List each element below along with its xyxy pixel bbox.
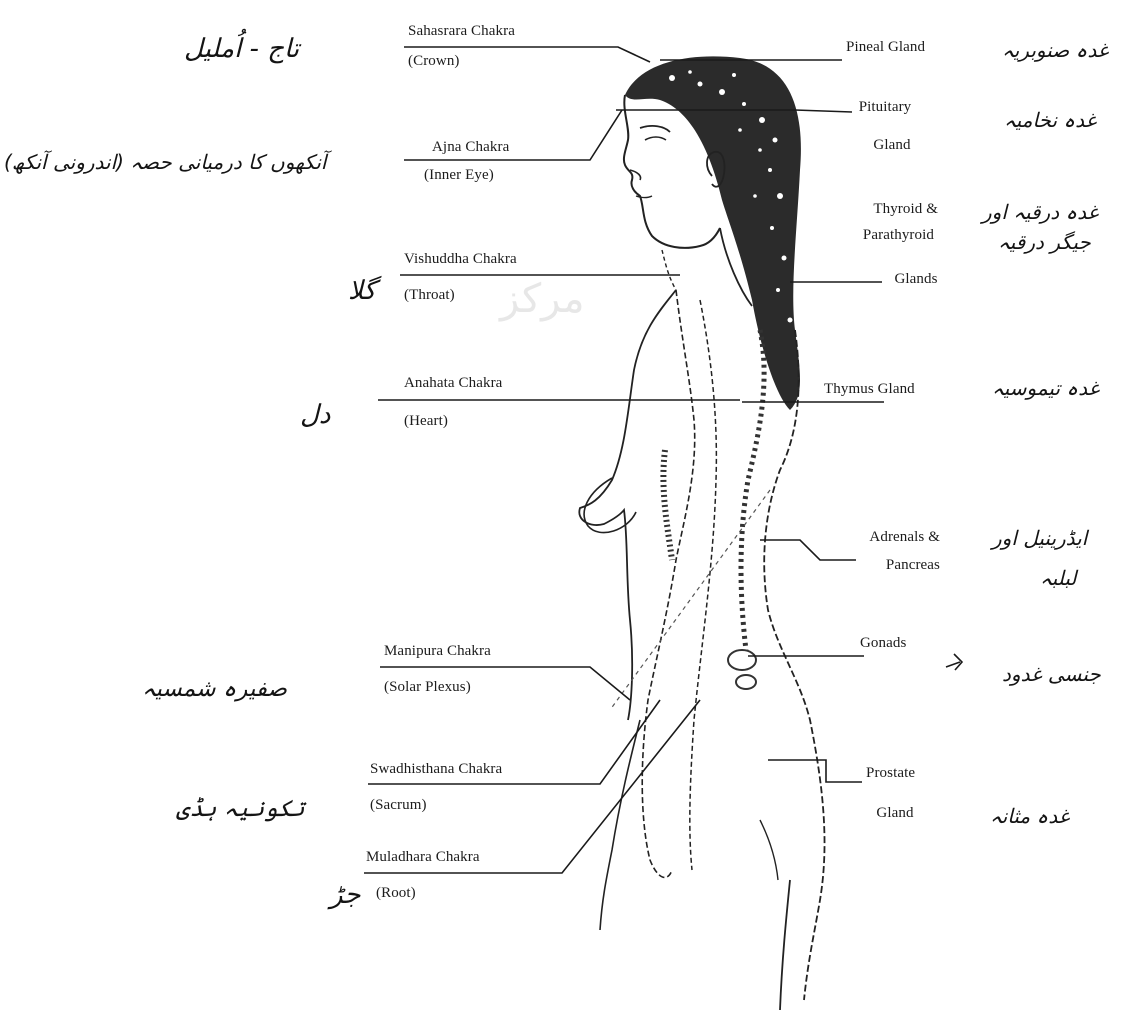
chakra-name-ajna: Ajna Chakra [432, 138, 509, 156]
urdu-solar-plexus: صفیرہ شمسیہ [142, 676, 287, 702]
chakra-name-sahasrara: Sahasrara Chakra [408, 22, 515, 40]
gland-thyroid-line2: Parathyroid [836, 226, 934, 244]
gland-pineal: Pineal Gland [846, 38, 925, 56]
chakra-area-throat: (Throat) [404, 286, 455, 304]
chakra-area-heart: (Heart) [404, 412, 448, 430]
chakra-name-anahata: Anahata Chakra [404, 374, 502, 392]
urdu-heart: دل [300, 400, 330, 430]
gland-pituitary-line1: Pituitary [850, 98, 920, 116]
chakra-leader-lines [364, 47, 740, 873]
urdu-thymus: غدہ تیموسیہ [992, 376, 1099, 400]
gland-thymus: Thymus Gland [824, 380, 915, 398]
urdu-thyroid-line1: غدہ درقیہ اور [982, 200, 1098, 224]
chakra-name-swadhisthana: Swadhisthana Chakra [370, 760, 502, 778]
urdu-crown: تاج - اُملیل [184, 34, 299, 64]
body-back [764, 330, 824, 1000]
chakra-area-root: (Root) [376, 884, 416, 902]
urdu-thyroid-line2: جیگر درقیہ [998, 230, 1091, 254]
chakra-area-solar-plexus: (Solar Plexus) [384, 678, 471, 696]
chakra-name-muladhara: Muladhara Chakra [366, 848, 480, 866]
urdu-adrenals-line1: ایڈرینیل اور [992, 526, 1087, 550]
urdu-pineal: غدہ صنوبریہ [1002, 38, 1108, 62]
urdu-root: جڑ [330, 880, 360, 910]
spine-glands [741, 330, 764, 650]
arm [642, 290, 694, 877]
urdu-prostate: غدہ مثانہ [990, 804, 1069, 828]
gland-adrenals-line1: Adrenals & [830, 528, 940, 546]
urdu-gonads: جنسی غدود [1002, 662, 1101, 686]
chakra-name-manipura: Manipura Chakra [384, 642, 491, 660]
chakra-area-crown: (Crown) [408, 52, 460, 70]
urdu-throat: گلا [348, 276, 376, 306]
gland-prostate-line2: Gland [868, 804, 922, 822]
gland-adrenals-line2: Pancreas [852, 556, 940, 574]
gland-thyroid-line3: Glands [884, 270, 948, 288]
urdu-sacrum: تکونیہ ہڈی [176, 796, 305, 822]
chakra-area-sacrum: (Sacrum) [370, 796, 427, 814]
urdu-adrenals-line2: لبلبہ [1040, 566, 1077, 590]
chakra-area-inner-eye: (Inner Eye) [424, 166, 494, 184]
chakra-name-vishuddha: Vishuddha Chakra [404, 250, 517, 268]
gland-prostate-line1: Prostate [866, 764, 915, 782]
gland-thyroid-line1: Thyroid & [836, 200, 938, 218]
body-front [579, 290, 676, 720]
watermark: مرکز [500, 276, 585, 322]
urdu-inner-eye: آنکھوں کا درمیانی حصہ (اندرونی آنکھ) [4, 150, 326, 174]
gland-gonads: Gonads [860, 634, 906, 652]
gland-pituitary-line2: Gland [862, 136, 922, 154]
urdu-pituitary: غدہ نخامیہ [1004, 108, 1096, 132]
